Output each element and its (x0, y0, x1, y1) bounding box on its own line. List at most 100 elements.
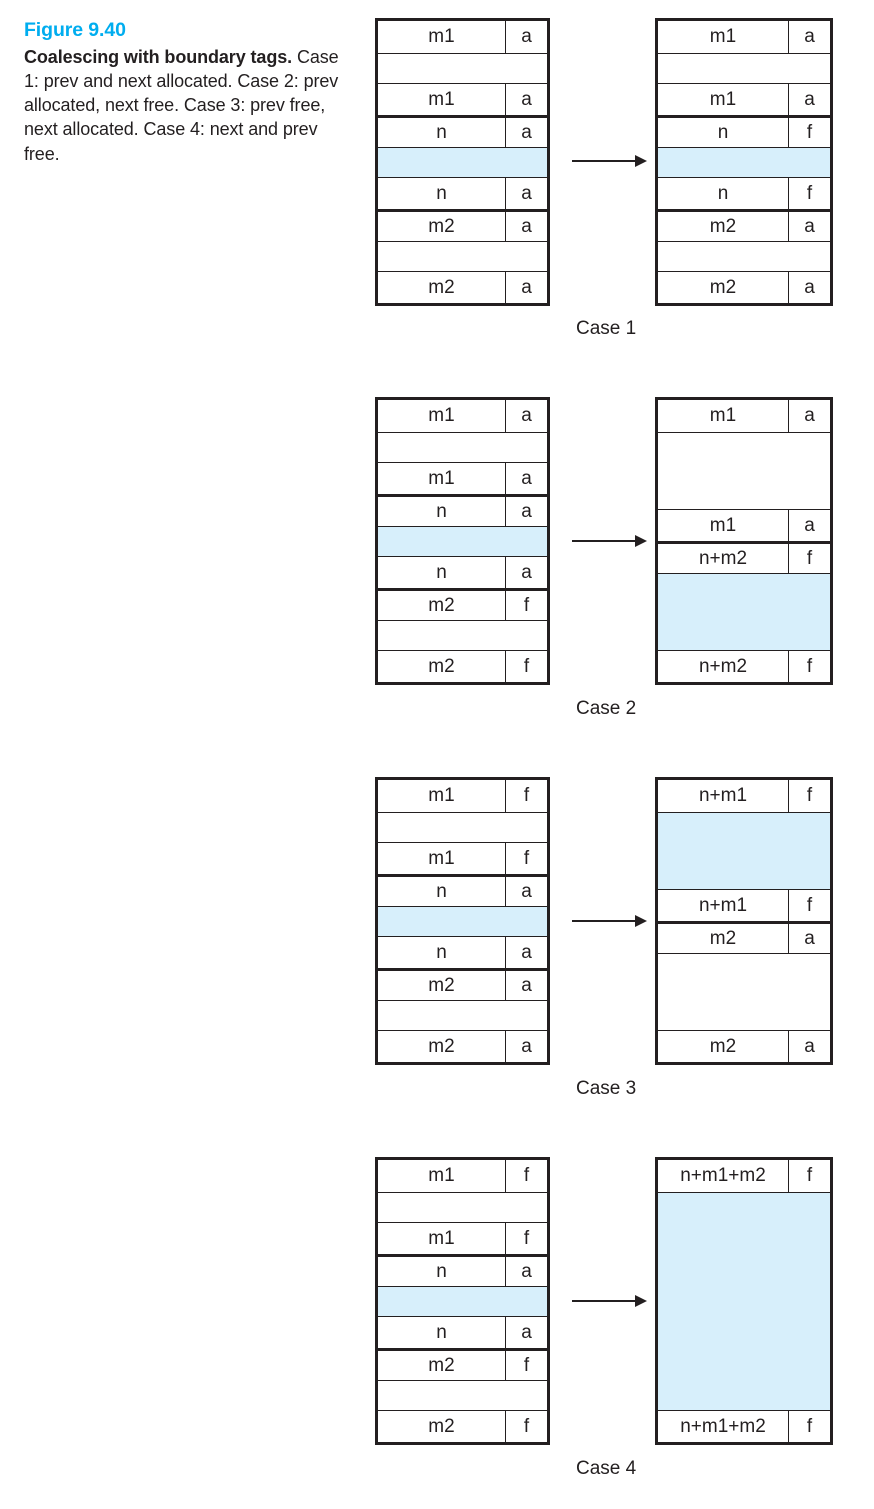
block-alloc-tag: f (505, 780, 547, 812)
block-alloc-tag (505, 621, 547, 650)
block-row-body (658, 53, 830, 83)
block-alloc-tag (788, 574, 830, 650)
block-row-header: m2 a (658, 209, 830, 241)
block-size-field (658, 433, 788, 509)
block-size-field: m1 (428, 88, 455, 110)
block-alloc-tag: f (505, 843, 547, 874)
block-row-body (658, 241, 830, 271)
block-alloc-tag: a (505, 272, 547, 303)
block-alloc-tag (505, 813, 547, 842)
block-alloc-tag (505, 1381, 547, 1410)
block-size-field: m1 (428, 785, 455, 806)
block-alloc-tag: a (788, 1031, 830, 1062)
block-size-field (658, 242, 788, 271)
block-alloc-tag: a (505, 971, 547, 1000)
block-alloc-tag: f (788, 178, 830, 209)
block-size-field: m1 (428, 405, 455, 426)
block-row-footer: m2 a (658, 1030, 830, 1062)
block-size-field: m1 (709, 514, 737, 536)
block-alloc-tag (788, 813, 830, 889)
block-size-field: m1 (709, 405, 737, 426)
case-label-4: Case 4 (576, 1458, 637, 1479)
block-size-field: n (717, 121, 729, 143)
block-alloc-tag: f (788, 544, 830, 573)
right-arrow-icon (572, 154, 647, 167)
block-row-body (378, 241, 547, 271)
block-alloc-tag (788, 954, 830, 1030)
block-size-field: m2 (709, 1035, 737, 1057)
caption-title: Coalescing with boundary tags. (24, 46, 293, 67)
case-label-2: Case 2 (576, 698, 637, 719)
block-alloc-tag: a (505, 1031, 547, 1062)
block-size-field: m2 (428, 1354, 455, 1376)
block-size-field (378, 148, 505, 177)
block-size-field: n+m1+m2 (680, 1165, 766, 1186)
block-size-field: m2 (709, 215, 737, 237)
block-size-field: n (436, 1260, 447, 1282)
block-size-field (378, 433, 505, 462)
block-size-field: m2 (428, 594, 455, 616)
block-size-field (658, 1193, 788, 1410)
block-size-field: n (717, 182, 729, 204)
right-arrow-icon (572, 914, 647, 927)
block-alloc-tag (788, 54, 830, 83)
block-alloc-tag: a (505, 21, 547, 53)
block-size-field (378, 1193, 505, 1222)
block-size-field: m1 (428, 467, 455, 489)
block-alloc-tag: a (788, 212, 830, 241)
block-alloc-tag: f (788, 118, 830, 147)
block-size-field (658, 574, 788, 650)
block-size-field (378, 1381, 505, 1410)
block-alloc-tag: f (788, 890, 830, 921)
case-label-1: Case 1 (576, 318, 637, 339)
block-size-field: n (436, 121, 447, 143)
block-alloc-tag: a (505, 497, 547, 526)
block-size-field: n (436, 182, 447, 204)
block-row-payload (658, 147, 830, 177)
block-alloc-tag (505, 907, 547, 936)
block-alloc-tag (505, 1287, 547, 1316)
block-alloc-tag (505, 527, 547, 556)
block-row-payload (378, 906, 547, 936)
block-size-field: m2 (428, 655, 455, 677)
block-row-payload (378, 526, 547, 556)
block-size-field: m1 (428, 26, 455, 47)
block-row-payload (378, 1286, 547, 1316)
block-size-field: m2 (709, 927, 737, 949)
block-alloc-tag: f (505, 1351, 547, 1380)
block-row-payload (658, 1192, 830, 1410)
block-alloc-tag: f (505, 1411, 547, 1442)
block-alloc-tag: a (505, 118, 547, 147)
block-alloc-tag: a (505, 1257, 547, 1286)
block-size-field (378, 621, 505, 650)
block-size-field: m1 (428, 1227, 455, 1249)
block-size-field: m2 (428, 974, 455, 996)
block-alloc-tag: a (505, 212, 547, 241)
block-alloc-tag: a (505, 877, 547, 906)
block-size-field (378, 907, 505, 936)
block-alloc-tag: a (788, 400, 830, 432)
block-alloc-tag (505, 148, 547, 177)
block-row-body (378, 620, 547, 650)
right-arrow-icon (572, 1294, 647, 1307)
block-alloc-tag (788, 242, 830, 271)
block-alloc-tag: a (505, 84, 547, 115)
block-size-field: m2 (428, 1035, 455, 1057)
block-alloc-tag (788, 1193, 830, 1410)
block-size-field (378, 813, 505, 842)
block-alloc-tag: a (788, 272, 830, 303)
